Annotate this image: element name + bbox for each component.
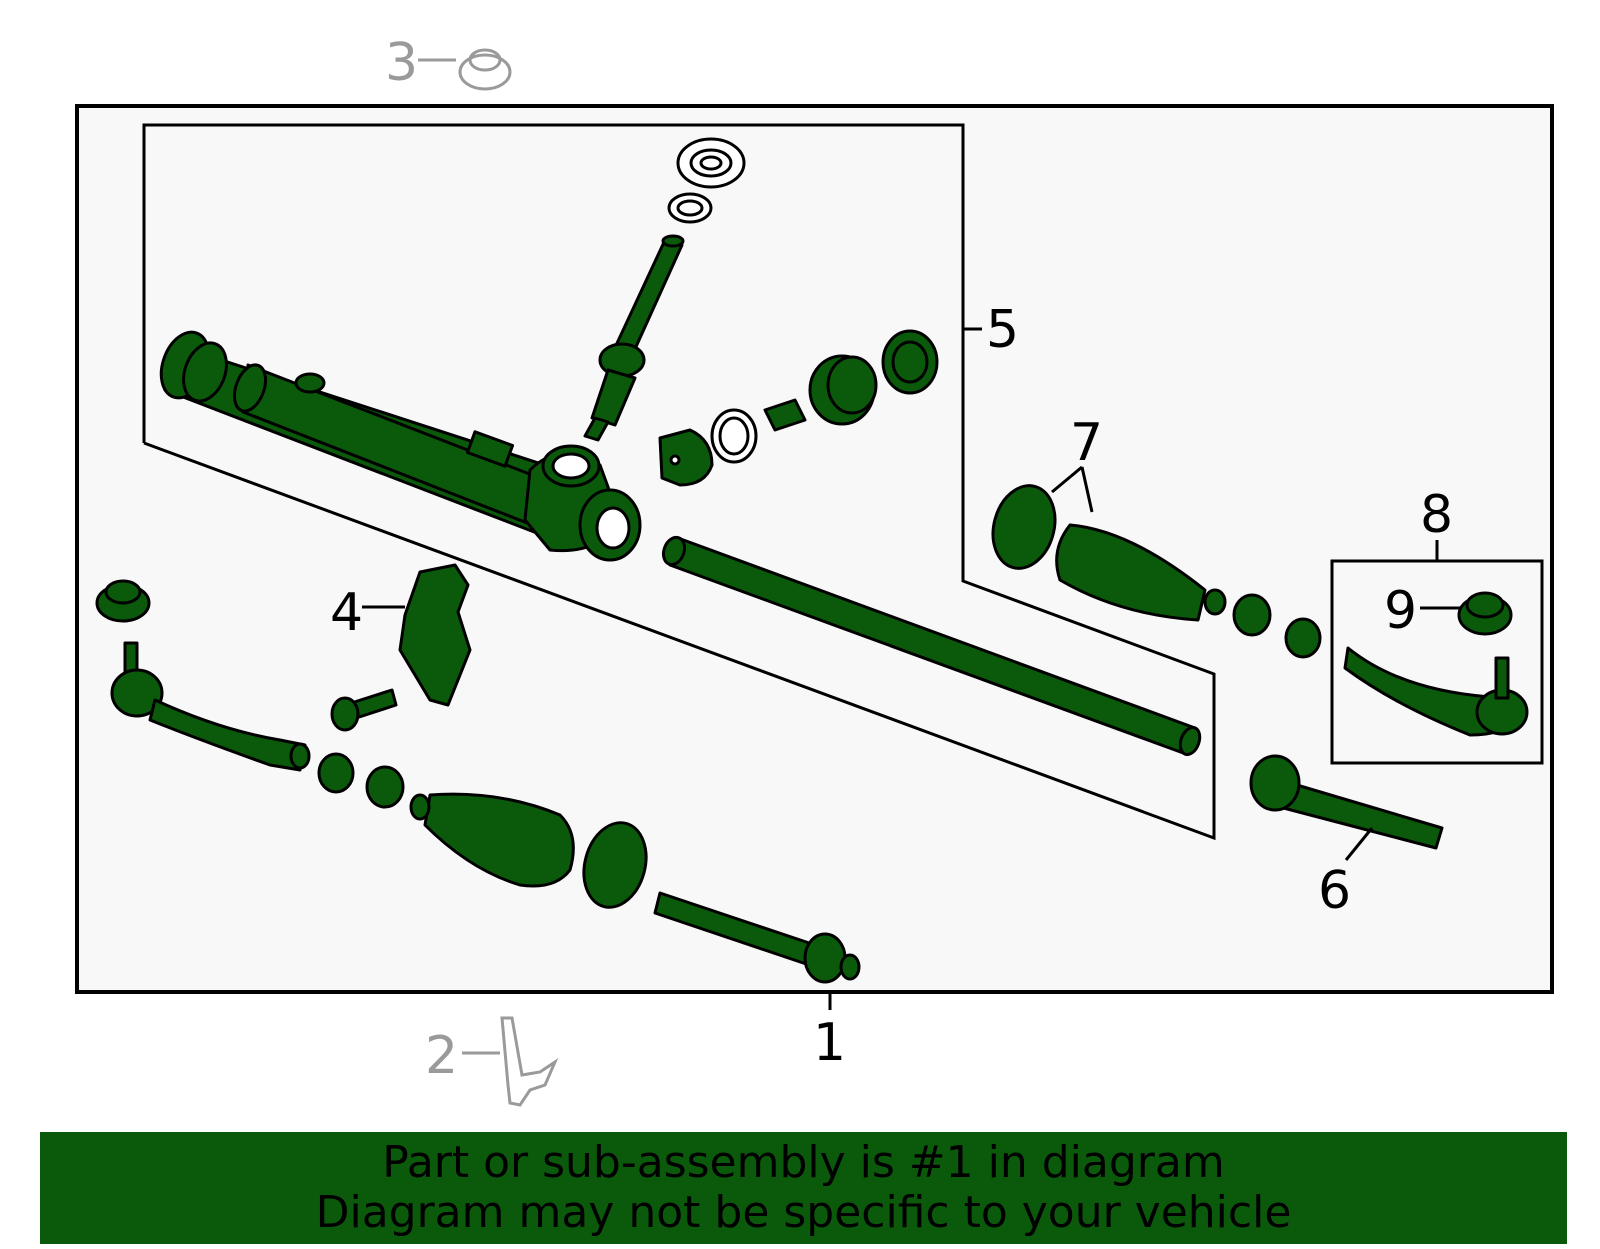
left-tie-rod-end bbox=[110, 641, 311, 772]
left-boot bbox=[409, 792, 575, 888]
callout-4: 4 bbox=[330, 583, 363, 643]
subassembly-5-outline bbox=[142, 123, 1216, 841]
leader-7b bbox=[1080, 466, 1094, 513]
callout-2: 2 bbox=[425, 1026, 458, 1086]
callout-3: 3 bbox=[385, 33, 418, 93]
rack-housing bbox=[159, 330, 642, 562]
callout-9: 9 bbox=[1384, 581, 1417, 641]
pinion-shaft bbox=[583, 234, 685, 442]
leader-7a bbox=[1051, 465, 1083, 494]
fittings-right bbox=[1232, 593, 1322, 659]
leader-6 bbox=[1344, 827, 1374, 861]
left-fittings bbox=[317, 752, 405, 809]
part-8-tie-rod-end-right bbox=[1343, 646, 1529, 737]
callout-7: 7 bbox=[1070, 413, 1103, 473]
part-3-nut bbox=[458, 48, 512, 91]
banner-line-2: Diagram may not be specific to your vehi… bbox=[315, 1187, 1292, 1238]
callout-8: 8 bbox=[1420, 485, 1453, 545]
assembly-frame bbox=[75, 104, 1554, 994]
pinion-seals bbox=[667, 137, 746, 224]
part-6-inner-tie-rod bbox=[1249, 754, 1444, 850]
left-inner-tie-rod bbox=[653, 891, 861, 984]
left-nut bbox=[95, 579, 151, 623]
disclaimer-banner: Part or sub-assembly is #1 in diagram Di… bbox=[40, 1132, 1567, 1244]
part-9-nut bbox=[1457, 591, 1513, 636]
left-clamp-ring bbox=[582, 821, 648, 909]
banner-line-1: Part or sub-assembly is #1 in diagram bbox=[382, 1137, 1225, 1188]
yoke-components bbox=[658, 329, 939, 487]
callout-5: 5 bbox=[986, 300, 1019, 360]
left-bolt bbox=[330, 688, 398, 732]
rack-bar bbox=[661, 535, 1202, 757]
part-7-boot-right bbox=[991, 484, 1227, 622]
callout-6: 6 bbox=[1318, 861, 1351, 921]
callout-1: 1 bbox=[813, 1013, 846, 1073]
part-4-heat-shield bbox=[398, 563, 472, 707]
part-2-bolt bbox=[500, 1016, 559, 1107]
